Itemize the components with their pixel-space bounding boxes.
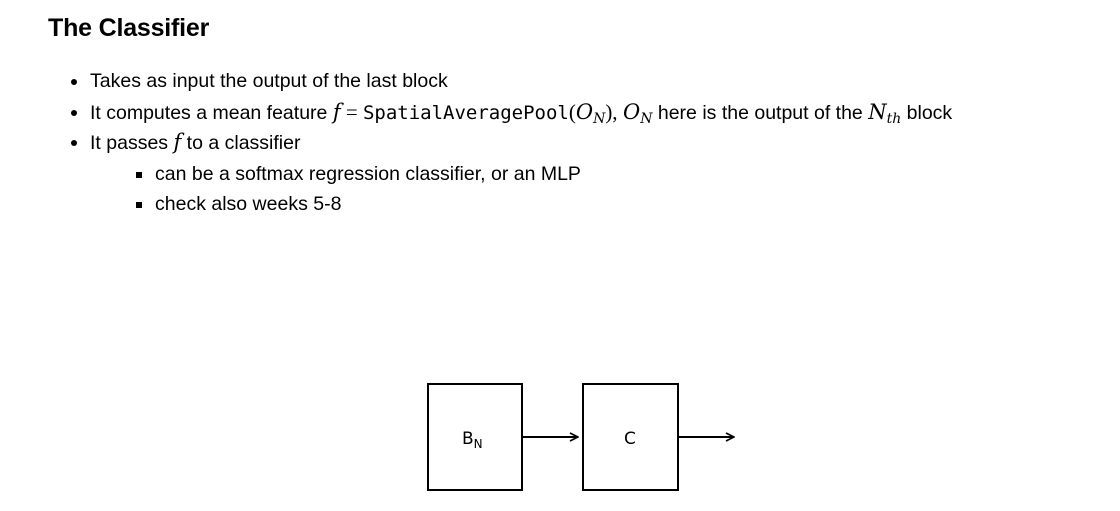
math-lparen: ( [568,99,576,124]
math-f: f [173,130,182,154]
sub-bullet-list: can be a softmax regression classifier, … [90,159,952,220]
math-th-subscript: th [886,110,902,127]
sub-bullet-item: check also weeks 5-8 [90,189,952,220]
math-function: SpatialAveragePool [362,101,569,124]
block-diagram: BN C [427,383,750,491]
block-n-label: BN [462,429,483,451]
bullet-list: Takes as input the output of the last bl… [68,66,952,215]
bullet-input-text: Takes as input the output of the last bl… [90,70,448,92]
bullet-mean-feature: It computes a mean feature f = SpatialAv… [68,97,952,128]
classifier-label: C [624,429,636,449]
bullet-text: It computes a mean feature [90,101,333,124]
math-n-subscript: N [640,110,653,127]
math-o: O [622,99,641,124]
math-equals: = [340,99,363,124]
math-o: O [575,99,594,124]
bullet-text: to a classifier [181,132,301,154]
sub-bullet-item: can be a softmax regression classifier, … [90,159,952,190]
bullet-text: It passes [90,132,174,154]
math-rparen: ), [605,99,618,124]
block-n-box [427,383,523,491]
bullet-text: here is the output of the [652,101,869,124]
bullet-input: Takes as input the output of the last bl… [68,66,952,97]
slide-title: The Classifier [48,14,210,42]
bullet-pass-classifier: It passes f to a classifier can be a sof… [68,127,952,215]
math-n-subscript: N [593,110,606,127]
bullet-text: block [901,101,953,124]
math-n: N [868,99,887,124]
math-f: f [332,99,341,124]
classifier-box [582,383,679,491]
